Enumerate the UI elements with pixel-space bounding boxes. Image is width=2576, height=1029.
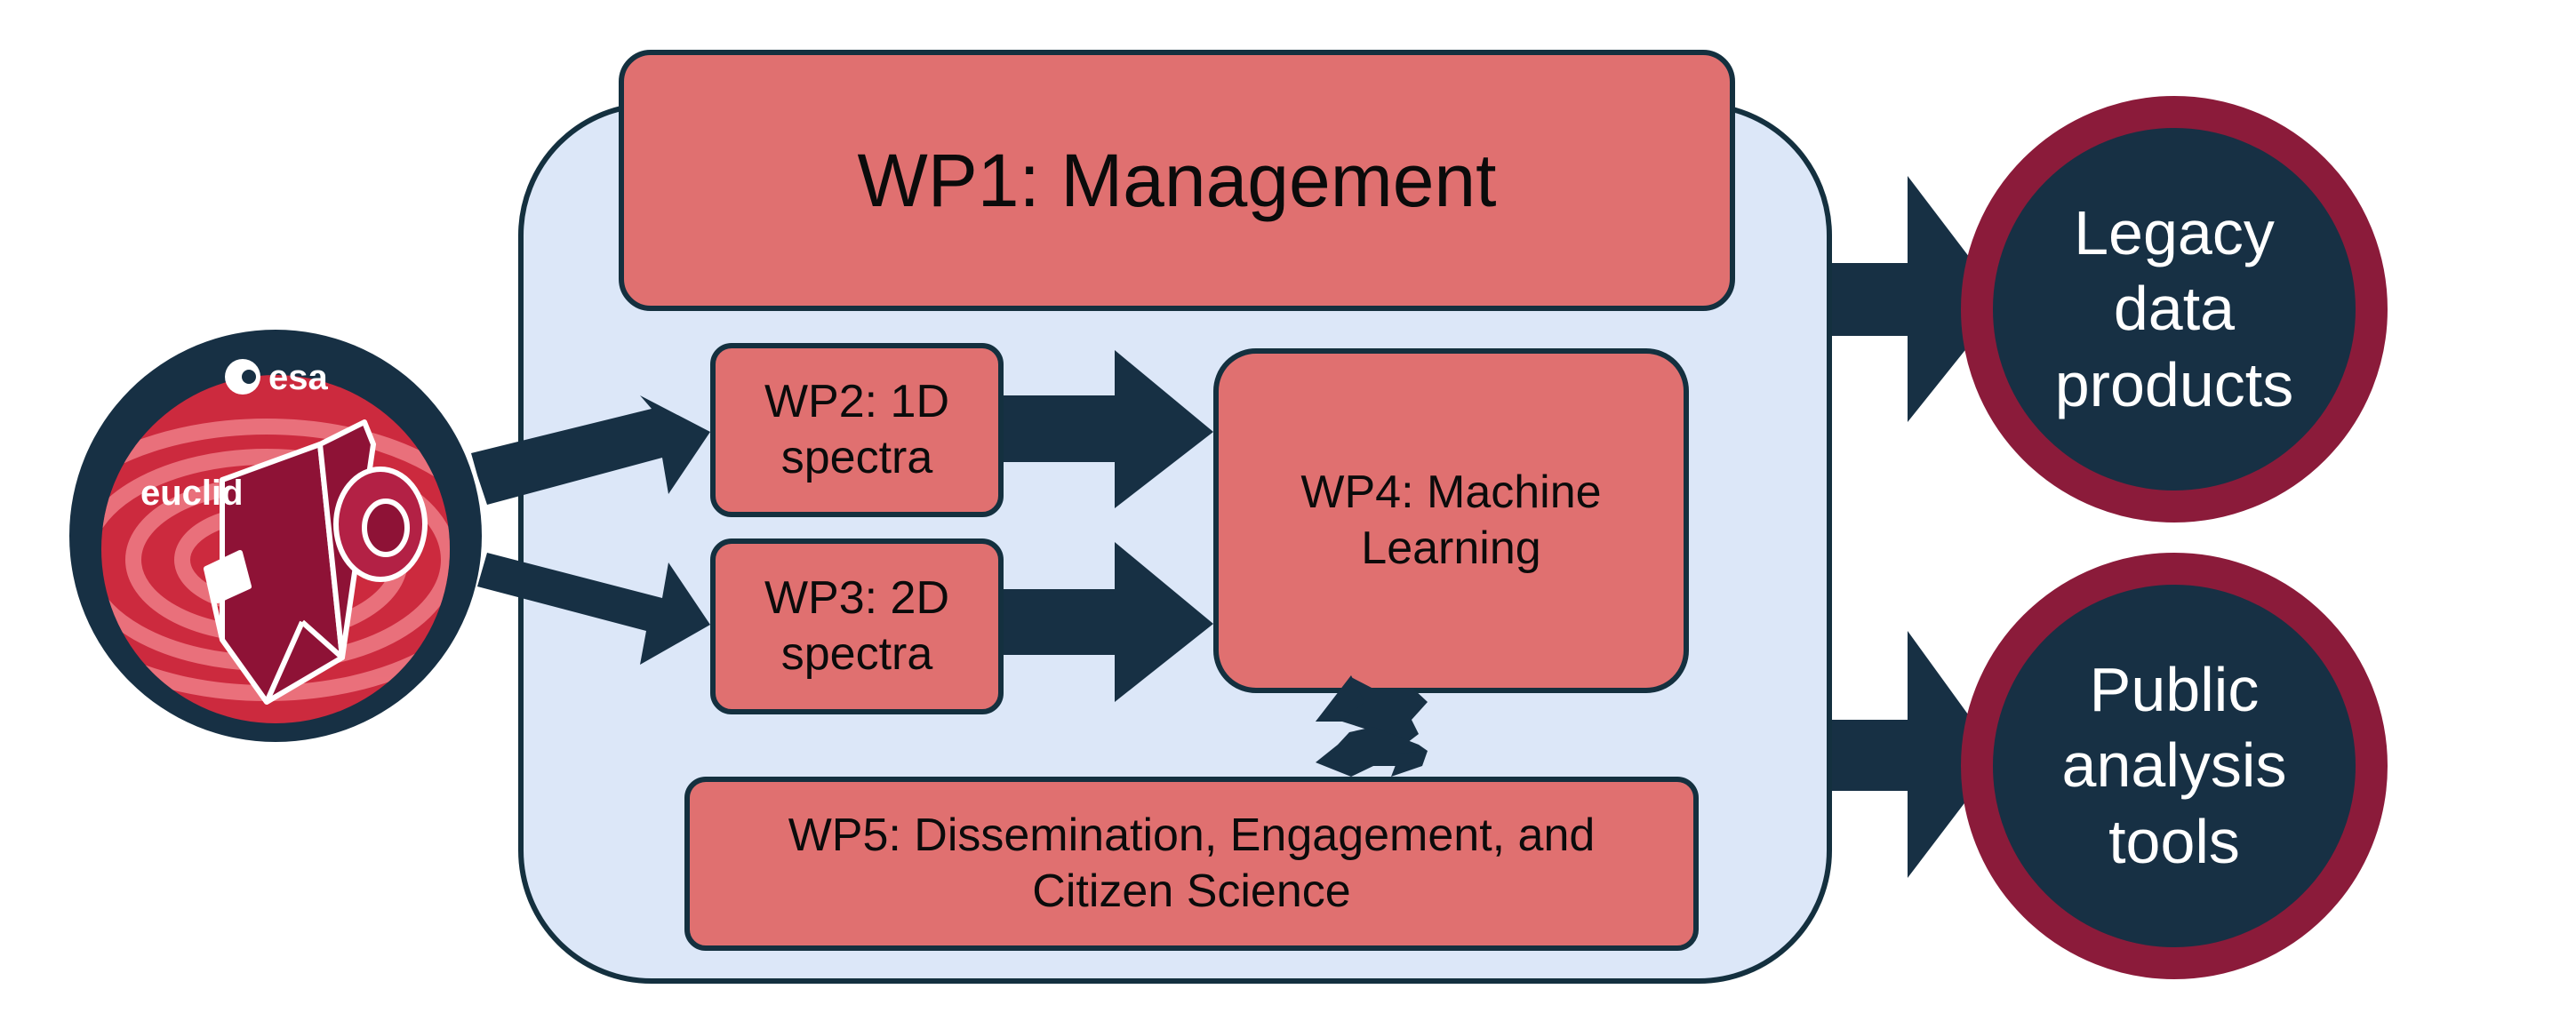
public-analysis-tools-circle: Public analysis tools: [1961, 553, 2388, 979]
legacy-line1: Legacy: [2074, 197, 2275, 267]
esa-wordmark: esa: [268, 358, 328, 397]
euclid-telescope-icon: [204, 419, 428, 705]
wp5-label-line2: Citizen Science: [1032, 865, 1351, 917]
wp1-management-box: WP1: Management: [619, 50, 1735, 311]
wp5-dissemination-box: WP5: Dissemination, Engagement, and Citi…: [684, 777, 1699, 951]
public-line1: Public: [2089, 654, 2260, 724]
arrow-logo-to-wp2: [471, 395, 710, 505]
wp4-label-line1: WP4: Machine: [1300, 466, 1602, 518]
wp4-label-line2: Learning: [1361, 522, 1541, 574]
legacy-line3: products: [2054, 349, 2294, 419]
wp3-label-line1: WP3: 2D: [764, 571, 950, 624]
wp4-machine-learning-box: WP4: Machine Learning: [1213, 348, 1689, 693]
wp3-label-line2: spectra: [780, 628, 933, 680]
wp2-label-line1: WP2: 1D: [764, 375, 950, 427]
arrow-wp2-to-wp4: [1004, 350, 1213, 508]
public-line2: analysis: [2061, 730, 2287, 801]
arrow-logo-to-wp3: [477, 553, 710, 665]
public-line3: tools: [2108, 806, 2240, 876]
wp3-2d-spectra-box: WP3: 2D spectra: [710, 538, 1004, 714]
euclid-wordmark: euclid: [140, 474, 244, 513]
wp2-1d-spectra-box: WP2: 1D spectra: [710, 343, 1004, 517]
wp1-label: WP1: Management: [857, 138, 1497, 222]
wp2-label-line2: spectra: [780, 432, 933, 483]
arrow-to-legacy: [1832, 176, 1975, 422]
legacy-data-products-circle: Legacy data products: [1961, 96, 2388, 522]
legacy-line2: data: [2113, 274, 2236, 344]
euclid-logo: esa euclid: [69, 330, 482, 742]
esa-logo: esa: [225, 358, 328, 397]
wp5-label-line1: WP5: Dissemination, Engagement, and: [788, 809, 1596, 861]
arrow-wp4-wp5-bidirectional: [1316, 675, 1428, 777]
arrow-to-public: [1832, 631, 1975, 878]
arrow-wp3-to-wp4: [1004, 542, 1213, 702]
